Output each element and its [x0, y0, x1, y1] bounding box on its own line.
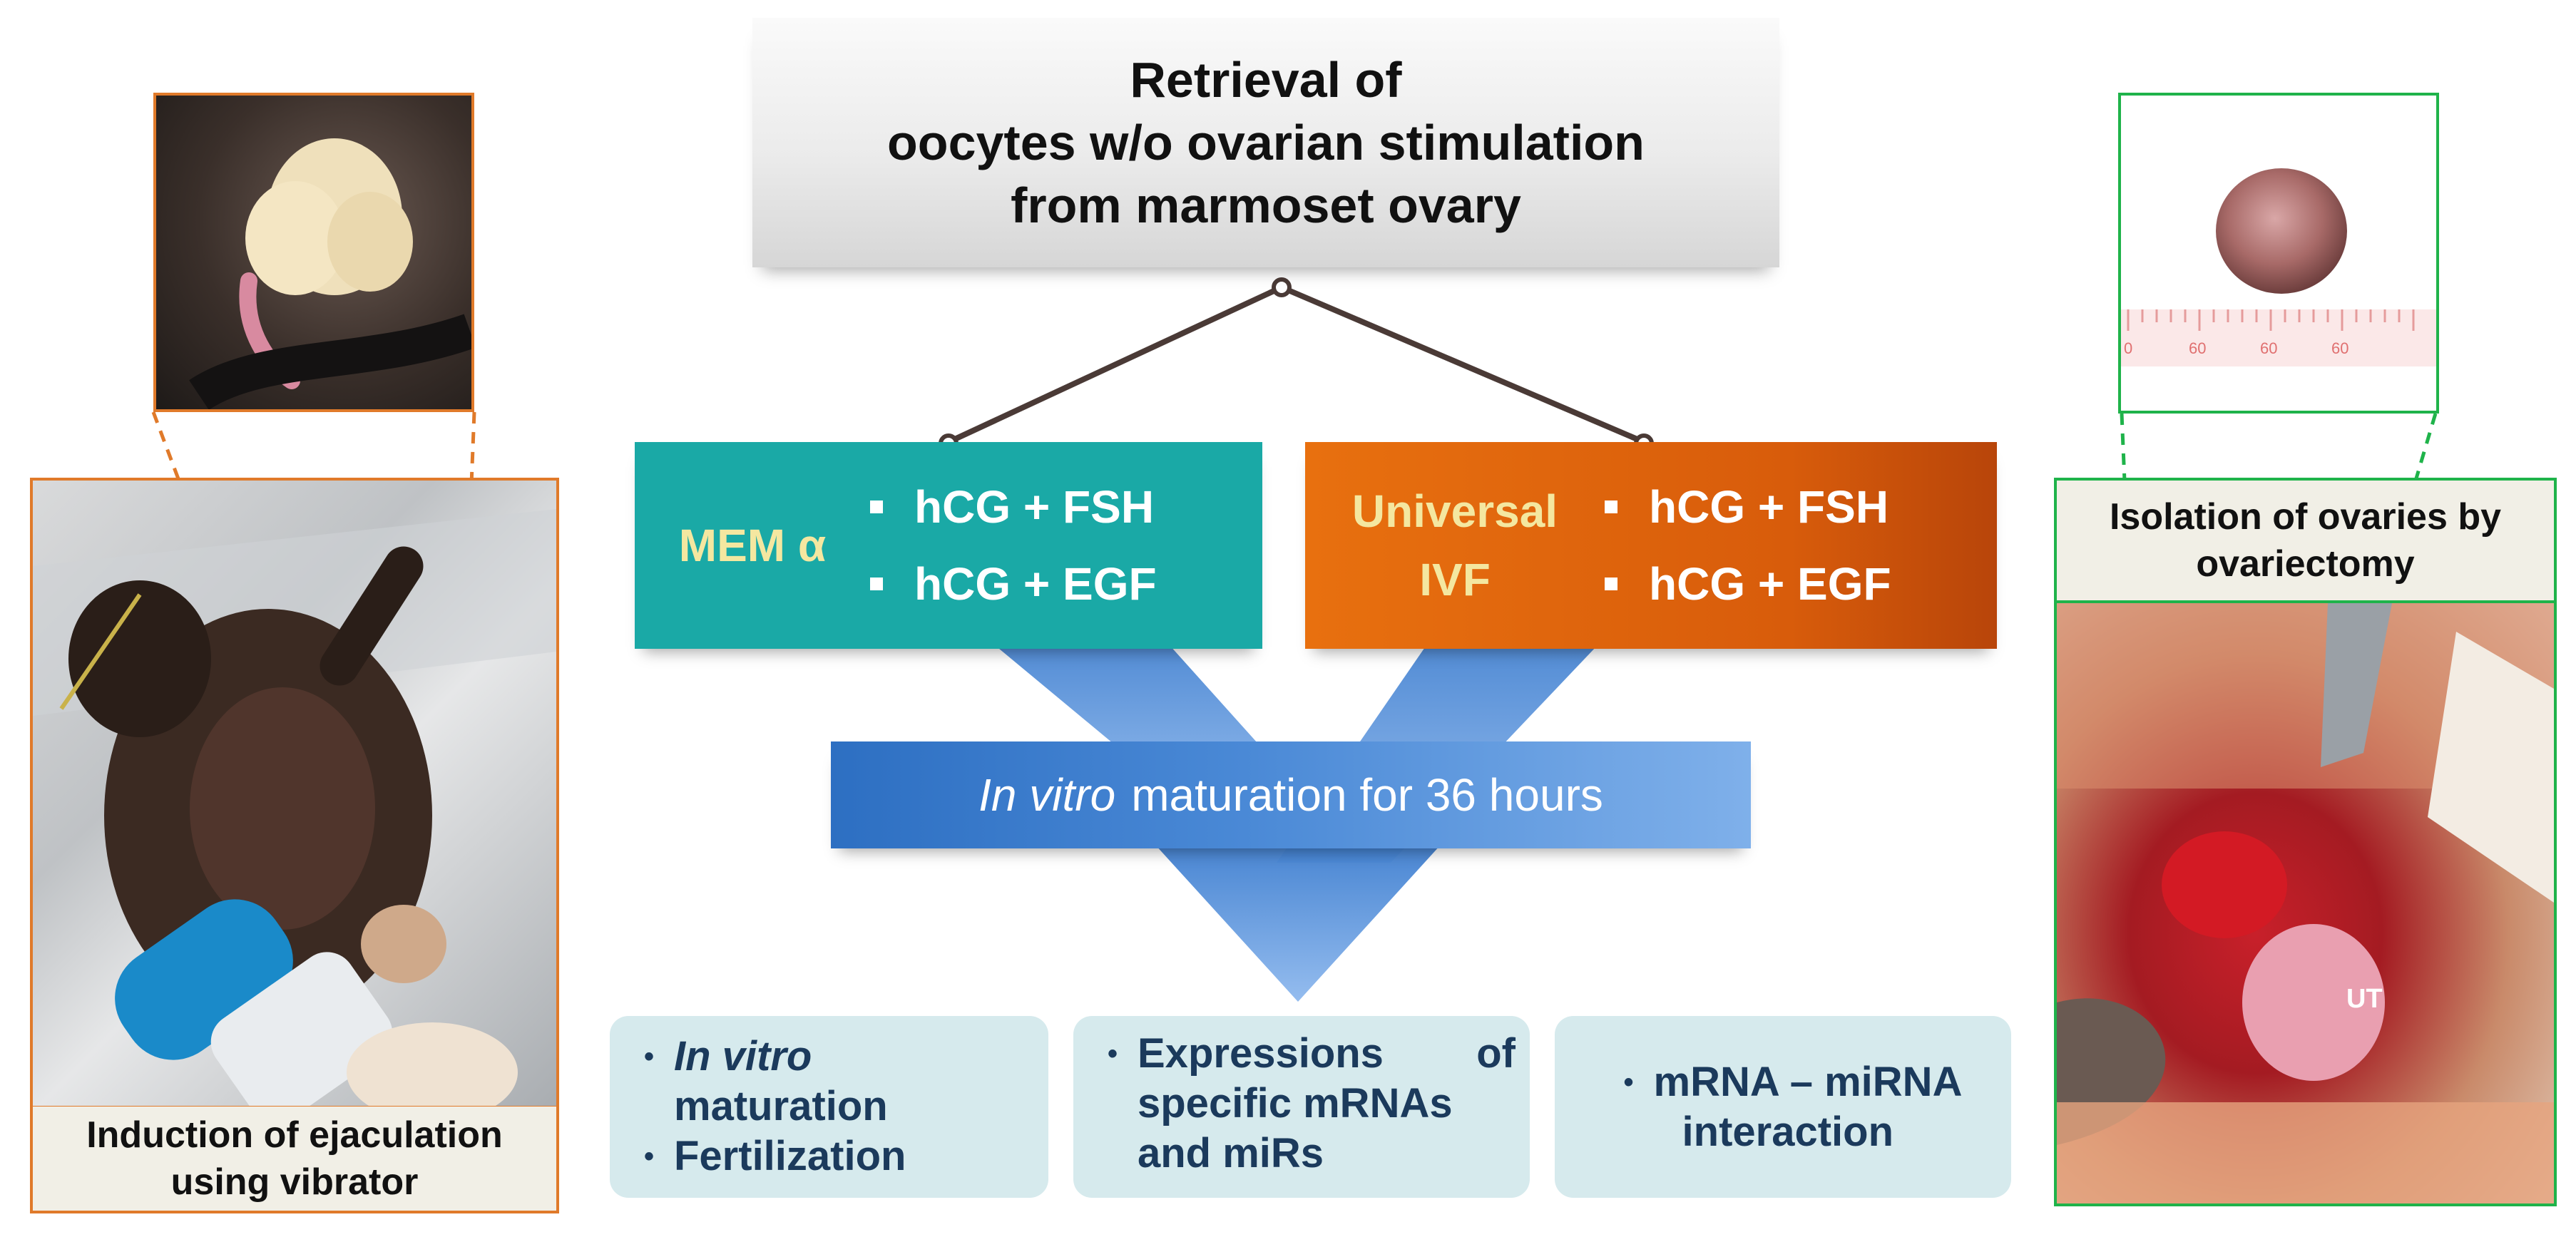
title-box: Retrieval of oocytes w/o ovarian stimula…	[752, 18, 1779, 267]
medium-list-mem: hCG + FSH hCG + EGF	[870, 468, 1157, 622]
list-item: • mRNA – miRNA	[1604, 1057, 1963, 1107]
title-line-2: oocytes w/o ovarian stimulation	[887, 115, 1645, 170]
photo-ovariectomy-surgery	[2054, 600, 2557, 1206]
medium-box-mem: MEM α hCG + FSH hCG + EGF	[635, 442, 1262, 649]
connector-node-top	[1272, 277, 1292, 297]
title-line-1: Retrieval of	[1130, 52, 1402, 108]
bullet-icon: •	[643, 1141, 654, 1172]
medium-name-universal: Universal IVF	[1351, 486, 1558, 605]
result-box-ivm: • In vitro maturation • Fertilization	[610, 1016, 1048, 1198]
result-box-interaction: • mRNA – miRNA interaction	[1555, 1016, 2011, 1198]
ruler-label: 0	[2124, 339, 2132, 357]
medium-name-mem: MEM α	[678, 520, 827, 571]
caption-ejaculation: Induction of ejaculation using vibrator	[30, 1107, 559, 1213]
maturation-banner: In vitro maturation for 36 hours	[831, 741, 1751, 848]
result-box-expressions: • Expressions of specific mRNAs and miRs	[1073, 1016, 1530, 1198]
bullet-icon	[870, 501, 883, 513]
ovary-illustration: 0 60 60 60	[2121, 168, 2436, 366]
bullet-icon	[1605, 501, 1617, 513]
caption-ovariectomy: Isolation of ovaries by ovariectomy	[2054, 478, 2557, 600]
marmoset-illustration	[33, 509, 556, 1106]
list-item: maturation	[674, 1083, 888, 1129]
ruler-label: 60	[2189, 339, 2206, 357]
surgery-illustration	[2057, 603, 2554, 1203]
testes-illustration	[189, 138, 471, 409]
bullet-icon	[1605, 578, 1617, 590]
medium-box-universal: Universal IVF hCG + FSH hCG + EGF	[1305, 442, 1997, 649]
uterus-label: UT	[2346, 984, 2383, 1014]
maturation-italic: In vitro	[978, 769, 1116, 821]
title-line-3: from marmoset ovary	[1011, 178, 1521, 233]
down-arrow	[1155, 845, 1441, 1002]
photo-ovary-closeup: 0 60 60 60	[2118, 93, 2439, 414]
ruler-label: 60	[2331, 339, 2348, 357]
list-item: • Expressions of	[1088, 1029, 1516, 1079]
list-item: hCG + EGF	[870, 545, 1157, 622]
bullet-icon: •	[1107, 1038, 1118, 1069]
ruler-label: 60	[2260, 339, 2277, 357]
medium-list-universal: hCG + FSH hCG + EGF	[1605, 468, 1891, 622]
list-item: • Fertilization	[624, 1131, 1048, 1181]
photo-testes-closeup	[153, 93, 474, 412]
bullet-icon: •	[1623, 1066, 1634, 1098]
list-item: hCG + FSH	[1605, 468, 1891, 545]
list-item: • In vitro	[624, 1032, 1048, 1082]
photo-marmoset-ejaculation	[30, 478, 559, 1109]
list-item: hCG + FSH	[870, 468, 1157, 545]
bullet-icon	[870, 578, 883, 590]
bullet-icon: •	[643, 1041, 654, 1072]
list-item: hCG + EGF	[1605, 545, 1891, 622]
maturation-text: maturation for 36 hours	[1131, 769, 1603, 821]
